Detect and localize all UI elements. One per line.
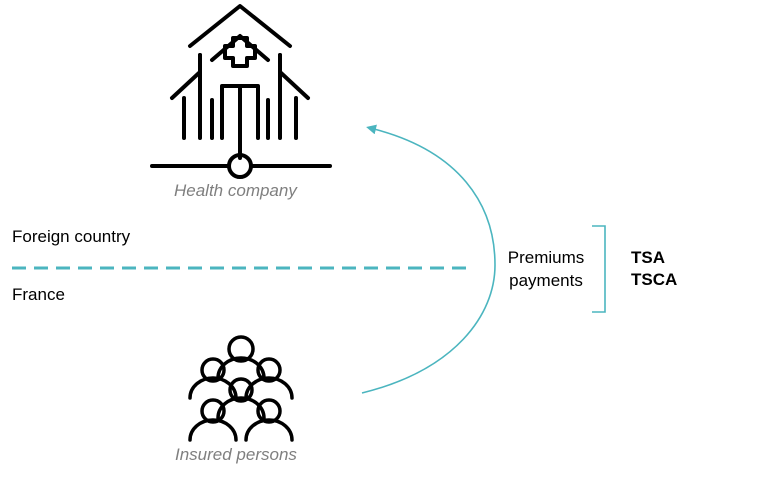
bracket (592, 225, 606, 313)
tax-tsca: TSCA (631, 270, 678, 289)
france-label: France (12, 285, 65, 304)
tax-tsa: TSA (631, 248, 665, 267)
premiums-label-line1: Premiums (507, 248, 585, 267)
premiums-payments-label: Premiums payments (500, 246, 592, 292)
premium-flow-arrow (361, 124, 496, 394)
foreign-country-label: Foreign country (12, 227, 131, 246)
health-company-label: Health company (174, 181, 297, 200)
premiums-label-line2: payments (509, 271, 583, 290)
insured-persons-label: Insured persons (175, 445, 297, 464)
people-group-icon (188, 335, 294, 442)
tax-list: TSA TSCA (631, 247, 677, 291)
hospital-icon (150, 4, 332, 179)
